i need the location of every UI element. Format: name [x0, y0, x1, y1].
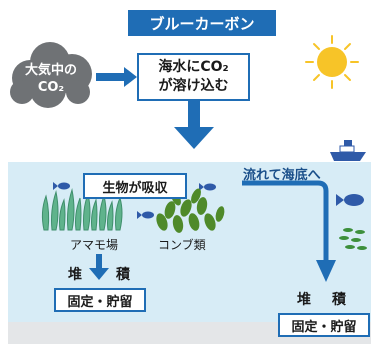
right-fixed-box: 固定・貯留 — [278, 313, 370, 337]
flow-label: 流れて海底へ — [243, 168, 321, 183]
fish-icon — [53, 182, 364, 219]
title-banner: ブルーカーボン — [128, 10, 276, 36]
flow-arrow-icon — [242, 180, 336, 282]
dissolve-line1: 海水にCO₂ — [158, 59, 229, 75]
arrow-right-icon — [96, 67, 137, 87]
right-stack-char1: 堆 — [297, 292, 311, 308]
title-text: ブルーカーボン — [149, 14, 255, 33]
eelgrass-icon — [41, 188, 123, 231]
dissolve-box: 海水にCO₂ が溶け込む — [137, 53, 250, 101]
kelp-icon — [156, 188, 225, 233]
absorb-box: 生物が吸収 — [83, 173, 187, 199]
right-fixed-text: 固定・貯留 — [291, 319, 357, 335]
cloud-icon — [10, 42, 92, 108]
boat-icon — [330, 140, 366, 161]
cloud-label: 大気中の CO₂ — [10, 62, 92, 96]
absorb-text: 生物が吸収 — [102, 180, 168, 196]
left-fixed-text: 固定・貯留 — [67, 294, 133, 310]
right-stack-char2: 積 — [332, 292, 346, 308]
left-stack-char1: 堆 — [68, 267, 82, 283]
cloud-label-line2: CO₂ — [37, 80, 65, 95]
eelgrass-label: アマモ場 — [70, 238, 119, 252]
sun-icon — [305, 35, 359, 89]
left-stack-char2: 積 — [116, 267, 130, 283]
kelp-label: コンブ類 — [158, 238, 206, 252]
cloud-label-line1: 大気中の — [24, 63, 77, 78]
left-fixed-box: 固定・貯留 — [54, 288, 146, 312]
small-arrow-down-icon — [89, 254, 109, 280]
dissolve-line2: が溶け込む — [158, 78, 229, 94]
arrow-down-icon — [174, 101, 214, 149]
small-fish-school-icon — [339, 228, 367, 250]
